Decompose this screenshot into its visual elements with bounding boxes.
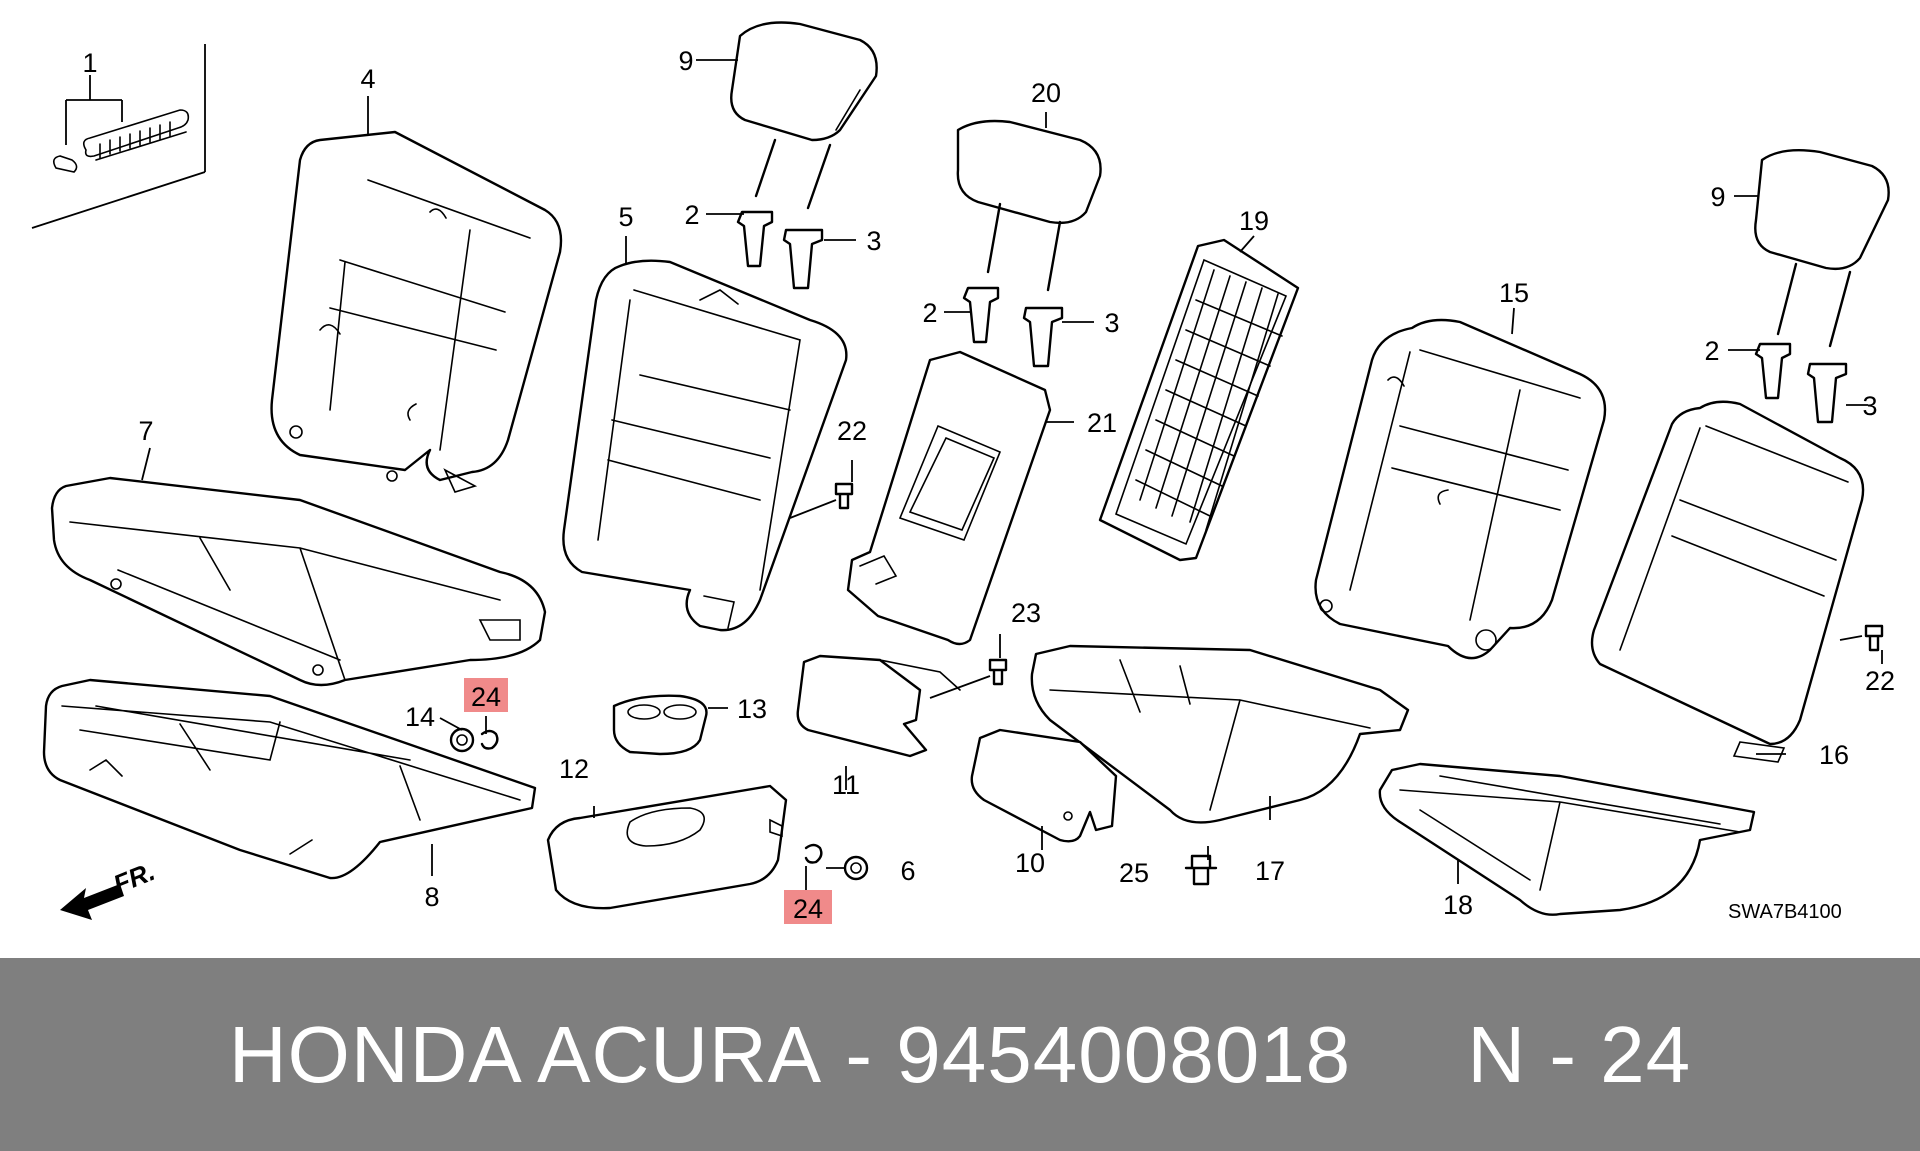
e-clip-24a xyxy=(480,729,499,750)
headrest-guide-2-right xyxy=(1754,342,1792,400)
caption-text: HONDA ACURA - 9454008018 N - 24 xyxy=(229,1009,1691,1101)
callout-12: 12 xyxy=(559,754,589,784)
callout-11: 11 xyxy=(832,770,860,800)
callout-2-center: 2 xyxy=(922,298,937,328)
highlight-box xyxy=(464,678,508,712)
armrest-10 xyxy=(970,728,1118,843)
callout-8: 8 xyxy=(424,882,439,912)
callout-2-right: 2 xyxy=(1704,336,1719,366)
callout-21: 21 xyxy=(1087,408,1117,438)
exploded-seat-diagram: 1 2 2 2 3 3 3 4 5 6 7 8 9 9 10 11 12 13 … xyxy=(31,21,1895,924)
callout-24-lower: 24 xyxy=(793,894,823,924)
seat-back-5 xyxy=(562,259,848,632)
headrest-9-right xyxy=(1754,149,1890,348)
seat-frame-left-8 xyxy=(42,678,537,880)
callout-5: 5 xyxy=(618,202,633,232)
callout-23: 23 xyxy=(1011,598,1041,628)
highlight-24-lower[interactable]: 24 xyxy=(784,890,832,924)
callout-9-left: 9 xyxy=(678,46,693,76)
callout-20: 20 xyxy=(1031,78,1061,108)
armrest-12 xyxy=(546,784,788,910)
headrest-20-center xyxy=(956,119,1102,292)
caption-bar: HONDA ACURA - 9454008018 N - 24 xyxy=(0,958,1920,1151)
cup-holder-13 xyxy=(612,694,708,756)
callout-7: 7 xyxy=(138,416,153,446)
clip-set-frame xyxy=(31,44,206,229)
callout-17: 17 xyxy=(1255,856,1285,886)
headrest-guide-3-center xyxy=(1022,306,1064,368)
callout-4: 4 xyxy=(360,64,375,94)
position-label: N - 24 xyxy=(1467,1009,1692,1099)
callout-13: 13 xyxy=(737,694,767,724)
clip-14 xyxy=(449,727,475,753)
callout-22-center: 22 xyxy=(837,416,867,446)
headrest-guide-3-right xyxy=(1806,362,1848,424)
callout-3-center: 3 xyxy=(1104,308,1119,338)
headrest-guide-2-left xyxy=(736,210,774,268)
headrest-guide-3-left xyxy=(782,228,824,290)
callout-labels: 1 2 2 2 3 3 3 4 5 6 7 8 9 9 10 11 12 13 … xyxy=(82,46,1895,920)
leader-lines xyxy=(141,59,1883,890)
caption-gap xyxy=(1351,1009,1467,1101)
seat-cushion-right-17 xyxy=(1030,644,1410,824)
callout-18: 18 xyxy=(1443,890,1473,920)
bolt-25 xyxy=(1184,854,1218,886)
callout-3-right: 3 xyxy=(1862,391,1877,421)
bolt-22-right xyxy=(1864,624,1884,652)
callout-14: 14 xyxy=(405,702,435,732)
seat-back-right-16 xyxy=(1590,400,1865,763)
callout-19: 19 xyxy=(1239,206,1269,236)
highlight-box xyxy=(784,890,832,924)
headrest-guide-2-center xyxy=(962,286,1000,344)
callout-2-left: 2 xyxy=(684,200,699,230)
callout-1: 1 xyxy=(82,48,97,78)
drawing-code: SWA7B4100 xyxy=(1728,901,1842,923)
callout-24-upper: 24 xyxy=(471,682,501,712)
callout-22-right: 22 xyxy=(1865,666,1895,696)
bolt-22-center xyxy=(834,482,854,510)
seat-cushion-left-7 xyxy=(50,476,547,687)
center-back-21 xyxy=(846,350,1052,646)
seat-frame-right-18 xyxy=(1378,762,1756,916)
callout-6: 6 xyxy=(900,856,915,886)
callout-3-left: 3 xyxy=(866,226,881,256)
part-number: 9454008018 xyxy=(896,1009,1352,1099)
seat-back-left-4 xyxy=(270,130,563,493)
callout-9-right: 9 xyxy=(1710,182,1725,212)
callout-25: 25 xyxy=(1119,858,1149,888)
headrest-9-left xyxy=(730,21,878,210)
parts-diagram: 1 2 2 2 3 3 3 4 5 6 7 8 9 9 10 11 12 13 … xyxy=(31,21,1896,924)
callout-15: 15 xyxy=(1499,278,1529,308)
e-clip-24b xyxy=(804,843,823,864)
callout-16: 16 xyxy=(1819,740,1849,770)
seat-back-right-15 xyxy=(1314,318,1607,660)
bolt-23 xyxy=(988,658,1008,686)
panel-19 xyxy=(1098,238,1300,562)
callout-10: 10 xyxy=(1015,848,1045,878)
armrest-lid-11 xyxy=(796,654,961,758)
nut-6 xyxy=(843,855,869,881)
caption-separator: - xyxy=(822,1009,897,1099)
front-direction-arrow: FR. xyxy=(60,856,159,920)
brand-name: HONDA ACURA xyxy=(228,1009,823,1099)
highlight-24-upper[interactable]: 24 xyxy=(464,678,508,712)
